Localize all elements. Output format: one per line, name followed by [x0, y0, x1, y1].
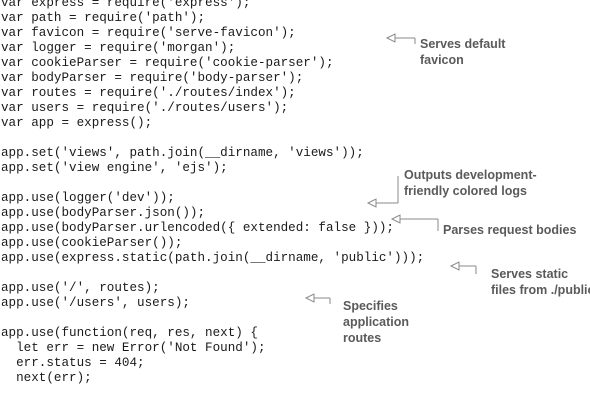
code-line: var app = express();: [1, 116, 153, 130]
annotation-serves-favicon: Serves default favicon: [420, 37, 506, 67]
code-line: var users = require('./routes/users');: [1, 101, 289, 115]
code-line: var express = require('express');: [1, 0, 251, 10]
annotation-colored-logs: Outputs development- friendly colored lo…: [404, 168, 537, 198]
callout-arrow-bodyparser: [390, 214, 439, 231]
callout-arrow-routes: [304, 293, 331, 304]
code-line: var cookieParser = require('cookie-parse…: [1, 56, 334, 70]
callout-arrow-favicon: [385, 33, 416, 44]
annotation-parses-bodies: Parses request bodies: [443, 223, 577, 237]
callout-arrow-static: [449, 261, 477, 274]
annotation-serves-static: Serves static files from ./public: [491, 267, 590, 297]
code-line: var logger = require('morgan');: [1, 41, 236, 55]
code-line: app.use('/users', users);: [1, 296, 190, 310]
code-line: app.use(bodyParser.urlencoded({ extended…: [1, 221, 394, 235]
code-line: var routes = require('./routes/index');: [1, 86, 296, 100]
code-line: app.use(logger('dev'));: [1, 191, 175, 205]
code-line: next(err);: [1, 371, 92, 385]
code-line: var bodyParser = require('body-parser');: [1, 71, 304, 85]
code-line: app.use(cookieParser());: [1, 236, 183, 250]
callout-arrow-logger: [366, 176, 399, 208]
code-line: let err = new Error('Not Found');: [1, 341, 266, 355]
code-line: app.use(bodyParser.json());: [1, 206, 206, 220]
code-line: var favicon = require('serve-favicon');: [1, 26, 296, 40]
code-line: app.use(function(req, res, next) {: [1, 326, 258, 340]
code-line: var path = require('path');: [1, 11, 206, 25]
code-line: app.use(express.static(path.join(__dirna…: [1, 251, 425, 265]
code-line: app.set('views', path.join(__dirname, 'v…: [1, 146, 364, 160]
annotation-specifies-routes: Specifies application routes: [343, 299, 409, 345]
code-line: app.use('/', routes);: [1, 281, 160, 295]
code-line: err.status = 404;: [1, 356, 145, 370]
code-line: app.set('view engine', 'ejs');: [1, 161, 228, 175]
